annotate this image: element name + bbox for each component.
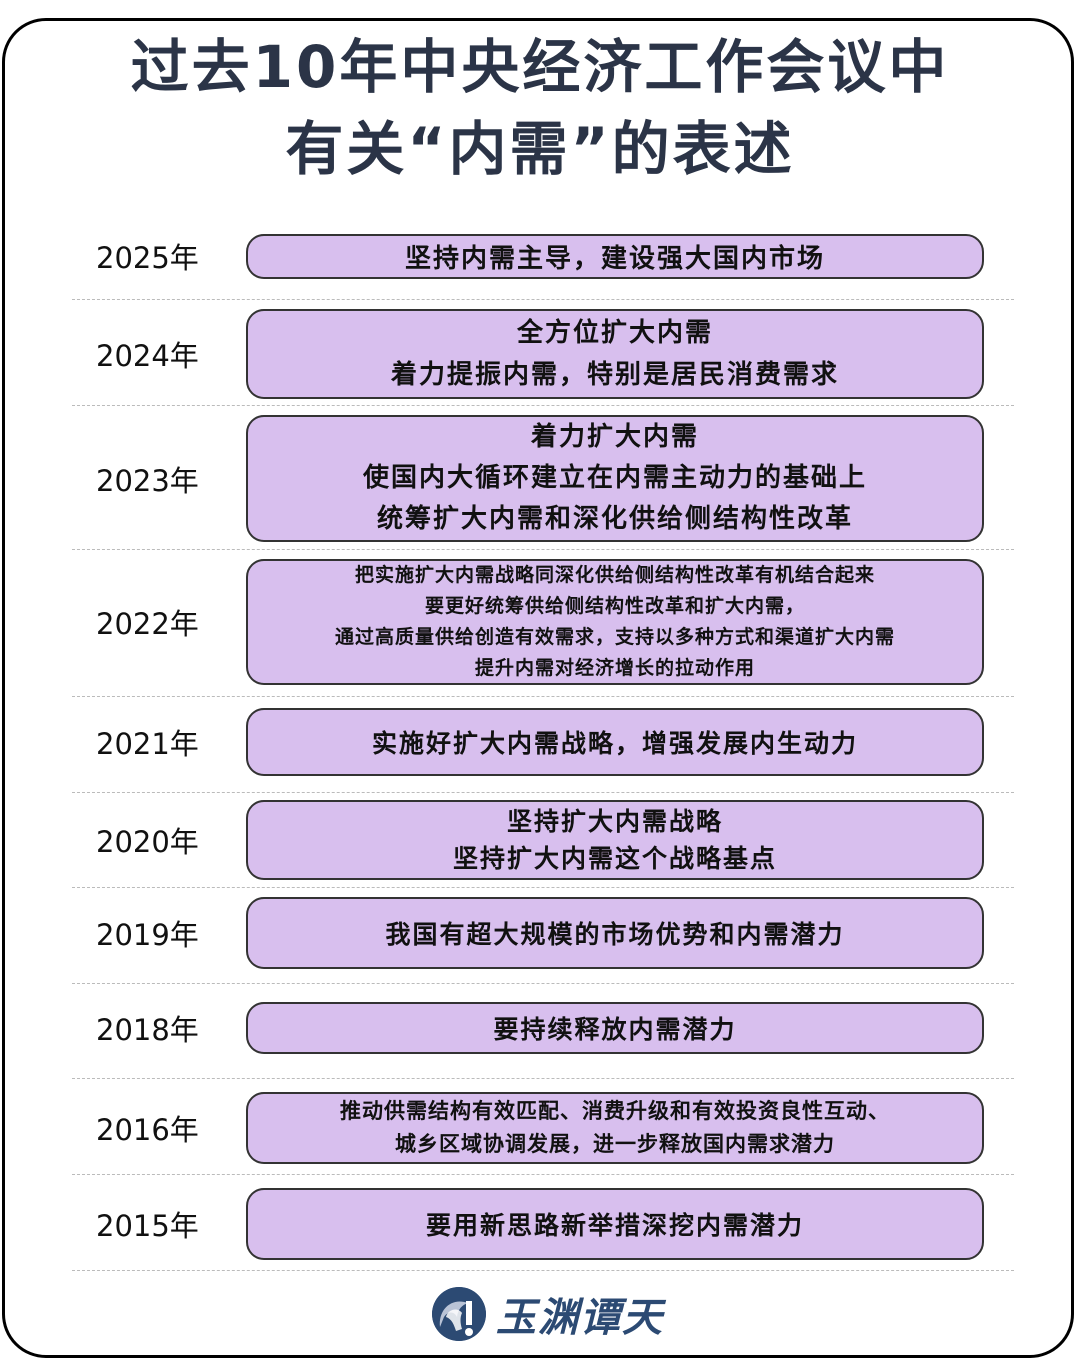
statement-line: 要持续释放内需潜力	[493, 1015, 737, 1044]
statement-line: 通过高质量供给创造有效需求，支持以多种方式和渠道扩大内需	[334, 626, 895, 648]
statement-line: 坚持扩大内需战略	[506, 807, 723, 836]
year-label-2016: 2016年	[96, 1113, 199, 1147]
row-divider	[72, 887, 1014, 888]
statement-line: 推动供需结构有效匹配、消费升级和有效投资良性互动、	[340, 1099, 890, 1123]
row-divider	[72, 1174, 1014, 1175]
row-divider	[72, 1078, 1014, 1079]
statement-box-2023: 着力扩大内需 使国内大循环建立在内需主动力的基础上 统筹扩大内需和深化供给侧结构…	[246, 415, 984, 542]
statement-box-2025: 坚持内需主导，建设强大国内市场	[246, 234, 984, 279]
statement-line: 着力扩大内需	[530, 422, 699, 452]
year-label-2021: 2021年	[96, 727, 199, 761]
brand-name: 玉渊谭天	[496, 1294, 664, 1341]
statement-line: 坚持扩大内需这个战略基点	[452, 844, 777, 873]
statement-line: 使国内大循环建立在内需主动力的基础上	[362, 463, 867, 493]
row-divider	[72, 983, 1014, 984]
statement-box-2016: 推动供需结构有效匹配、消费升级和有效投资良性互动、 城乡区域协调发展，进一步释放…	[246, 1092, 984, 1164]
statement-line: 城乡区域协调发展，进一步释放国内需求潜力	[395, 1132, 835, 1156]
year-label-2022: 2022年	[96, 607, 199, 641]
statement-line: 坚持内需主导，建设强大国内市场	[404, 244, 825, 274]
page-title-line2: 有关“内需”的表述	[285, 115, 795, 183]
statement-line: 要用新思路新举措深挖内需潜力	[425, 1211, 804, 1240]
statement-box-2018: 要持续释放内需潜力	[246, 1002, 984, 1054]
year-label-2015: 2015年	[96, 1209, 199, 1243]
statement-line: 实施好扩大内需战略，增强发展内生动力	[371, 729, 858, 758]
statement-line: 我国有超大规模的市场优势和内需潜力	[385, 920, 845, 949]
page-title-line1: 过去10年中央经济工作会议中	[130, 33, 950, 101]
brand-logo: 玉渊谭天	[432, 1286, 664, 1342]
row-divider	[72, 696, 1014, 697]
statement-line: 全方位扩大内需	[516, 318, 713, 348]
year-label-2018: 2018年	[96, 1013, 199, 1047]
row-divider	[72, 549, 1014, 550]
year-label-2024: 2024年	[96, 339, 199, 373]
yuyuan-tantian-logo-icon	[432, 1287, 486, 1341]
row-divider	[72, 299, 1014, 300]
statement-line: 要更好统筹供给侧结构性改革和扩大内需，	[424, 595, 805, 617]
statement-box-2019: 我国有超大规模的市场优势和内需潜力	[246, 897, 984, 969]
statement-box-2020: 坚持扩大内需战略 坚持扩大内需这个战略基点	[246, 800, 984, 880]
statement-box-2015: 要用新思路新举措深挖内需潜力	[246, 1188, 984, 1260]
year-label-2019: 2019年	[96, 918, 199, 952]
statement-box-2021: 实施好扩大内需战略，增强发展内生动力	[246, 708, 984, 776]
statement-line: 统筹扩大内需和深化供给侧结构性改革	[376, 504, 853, 534]
year-label-2020: 2020年	[96, 825, 199, 859]
row-divider	[72, 792, 1014, 793]
statement-box-2022: 把实施扩大内需战略同深化供给侧结构性改革有机结合起来 要更好统筹供给侧结构性改革…	[246, 559, 984, 685]
year-label-2023: 2023年	[96, 463, 199, 498]
statement-line: 着力提振内需，特别是居民消费需求	[390, 360, 839, 390]
statement-box-2024: 全方位扩大内需 着力提振内需，特别是居民消费需求	[246, 309, 984, 399]
statement-line: 提升内需对经济增长的拉动作用	[474, 657, 755, 679]
row-divider	[72, 1270, 1014, 1271]
row-divider	[72, 405, 1014, 406]
statement-line: 把实施扩大内需战略同深化供给侧结构性改革有机结合起来	[354, 564, 875, 586]
year-label-2025: 2025年	[96, 241, 199, 275]
